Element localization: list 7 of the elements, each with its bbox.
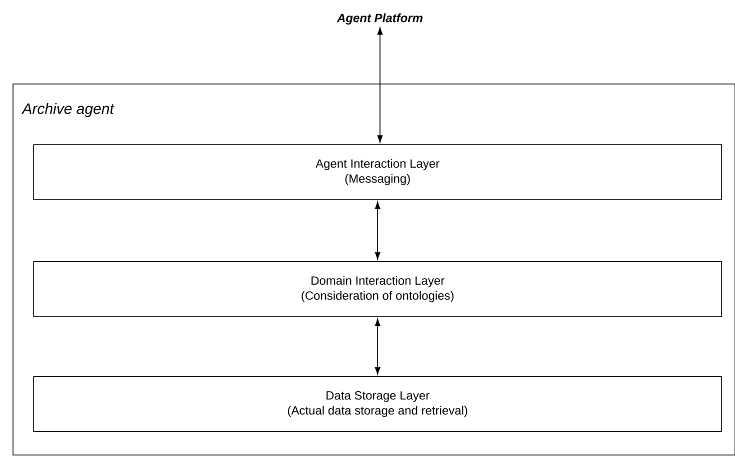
platform-label: Agent Platform xyxy=(336,13,422,25)
layer-box: Domain Interaction Layer (Consideration of ontologies) xyxy=(33,261,722,317)
double-arrow xyxy=(374,202,380,260)
double-arrow xyxy=(377,27,383,143)
layer-box: Agent Interaction Layer (Messaging) xyxy=(33,144,722,200)
double-arrow xyxy=(374,318,380,375)
layer-box: Data Storage Layer (Actual data storage and retrieval) xyxy=(33,376,722,432)
